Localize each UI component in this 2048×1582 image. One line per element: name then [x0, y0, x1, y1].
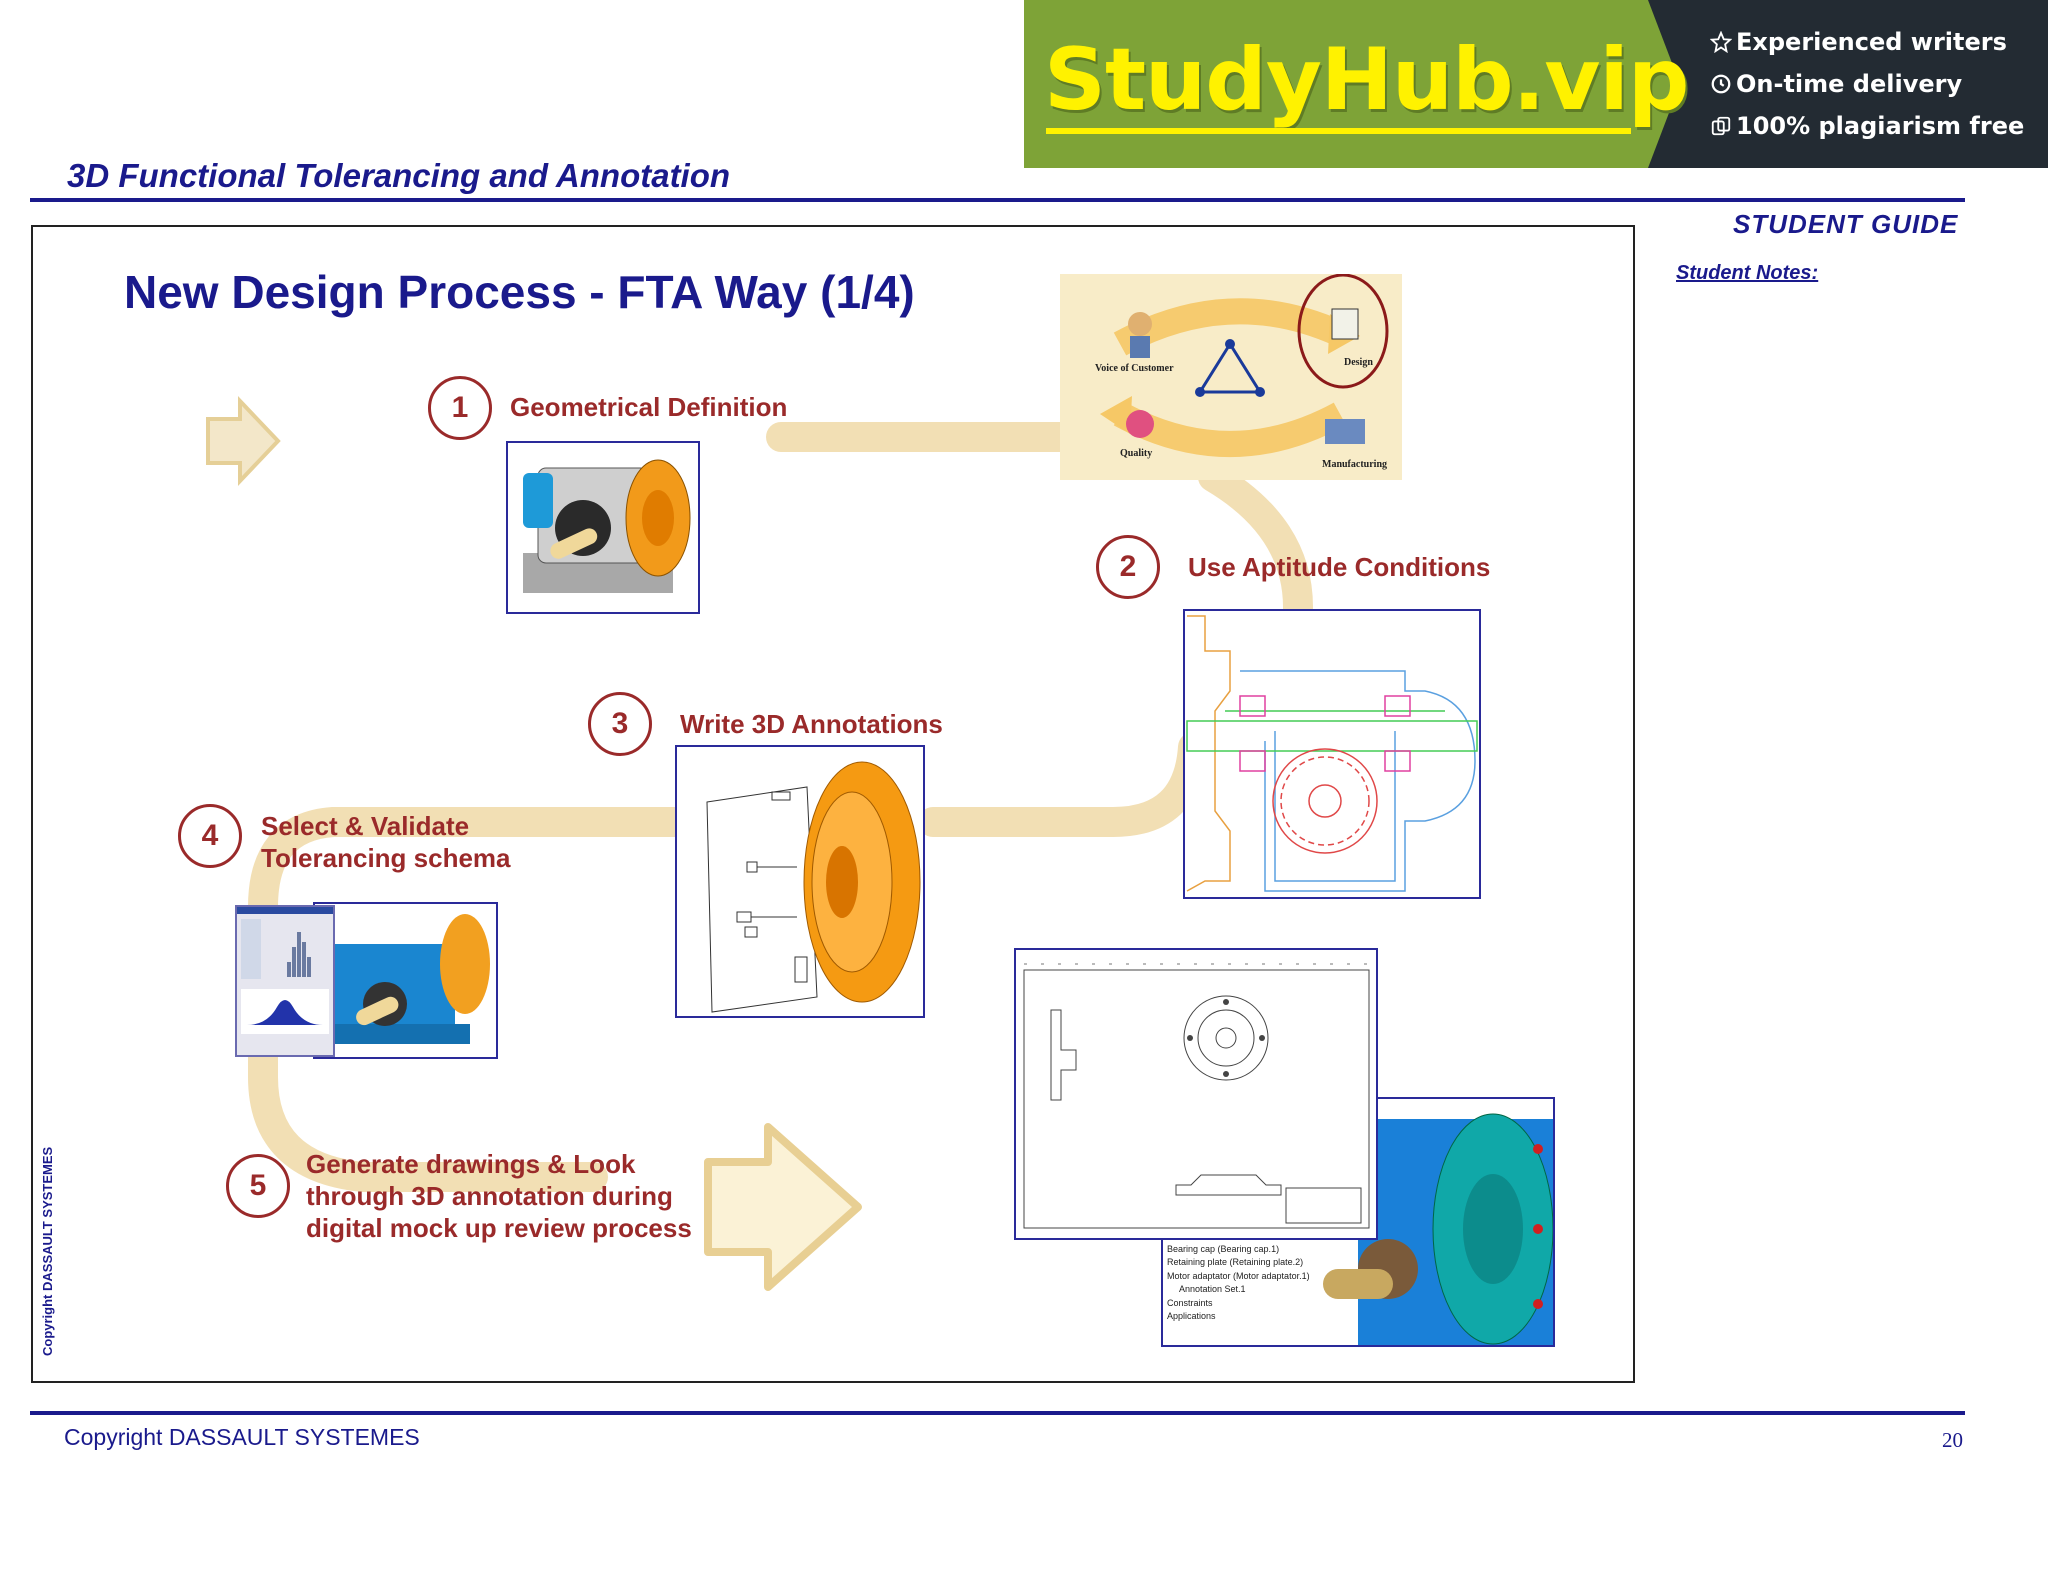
feature-item: On-time delivery [1710, 70, 1962, 98]
cycle-quality-label: Quality [1120, 448, 1153, 459]
feature-label: 100% plagiarism free [1736, 112, 2025, 140]
clock-icon [1711, 74, 1731, 94]
design-cycle-diagram: Voice of Customer Design Quality Manufac… [1060, 273, 1402, 480]
tree-item[interactable]: Applications [1167, 1311, 1216, 1321]
footer-rule [30, 1411, 1965, 1415]
step-number-circle: 2 [1096, 535, 1160, 599]
cycle-manufacturing-label: Manufacturing [1322, 459, 1387, 470]
step-number-circle: 5 [226, 1154, 290, 1218]
tree-item[interactable]: Retaining plate (Retaining plate.2) [1167, 1257, 1304, 1267]
feature-label: On-time delivery [1736, 70, 1963, 98]
feature-item: Experienced writers [1709, 28, 2007, 56]
cycle-design-label: Design [1344, 357, 1373, 368]
tree-item[interactable]: Constraints [1167, 1297, 1213, 1308]
step-label-line: through 3D annotation during [306, 1181, 673, 1211]
slide-title: New Design Process - FTA Way (1/4) [124, 266, 915, 318]
gearbox-3d-model-image [506, 441, 700, 614]
step-number-circle: 4 [178, 804, 242, 868]
process-flow-path [206, 395, 1313, 1291]
step-number-circle: 3 [588, 692, 652, 756]
3d-annotations-image [675, 745, 925, 1018]
feature-item: 100% plagiarism free [1710, 112, 2024, 140]
step-label-line: digital mock up review process [306, 1213, 692, 1243]
statistics-window-image [235, 905, 335, 1057]
tree-item[interactable]: Annotation Set.1 [1179, 1284, 1246, 1294]
specification-tree: Roller bearing (Roller bearing.4) Bearin… [1167, 1229, 1310, 1324]
cycle-voice-label: Voice of Customer [1095, 363, 1174, 374]
tolerancing-gearbox-image [313, 902, 498, 1059]
banner-chevron [1640, 0, 1680, 168]
tree-item[interactable]: Bearing cap (Bearing cap.1) [1167, 1243, 1280, 1254]
slide-frame [31, 225, 1635, 1383]
tree-item[interactable]: Motor adaptator (Motor adaptator.1) [1167, 1270, 1310, 1281]
footer-copyright: Copyright DASSAULT SYSTEMES [64, 1424, 420, 1450]
brand-underline [1046, 128, 1631, 134]
step-label-line: Generate drawings & Look [306, 1149, 636, 1179]
student-notes-label: Student Notes: [1676, 262, 1819, 284]
gearbox-section-drawing-image [1183, 609, 1481, 899]
brand-logo[interactable]: StudyHub.vip [1044, 30, 1689, 130]
step-number-circle: 1 [428, 376, 492, 440]
step-label: Use Aptitude Conditions [1188, 552, 1491, 582]
star-icon [1709, 30, 1733, 54]
step-label: Write 3D Annotations [680, 709, 943, 739]
step-label-line: Select & Validate [261, 811, 470, 841]
step-label-line: Tolerancing schema [261, 843, 511, 873]
vertical-copyright: Copyright DASSAULT SYSTEMES [40, 1146, 55, 1356]
page-number: 20 [1942, 1428, 1963, 1452]
2d-drawing-image [1014, 948, 1378, 1240]
copy-icon [1711, 116, 1731, 136]
banner-features-panel [1648, 0, 2048, 168]
student-guide-label: STUDENT GUIDE [1733, 209, 1959, 239]
feature-label: Experienced writers [1736, 28, 2007, 56]
step-label: Geometrical Definition [510, 392, 788, 422]
header-rule [30, 198, 1965, 202]
document-title: 3D Functional Tolerancing and Annotation [67, 157, 731, 194]
banner-background [1024, 0, 1664, 168]
